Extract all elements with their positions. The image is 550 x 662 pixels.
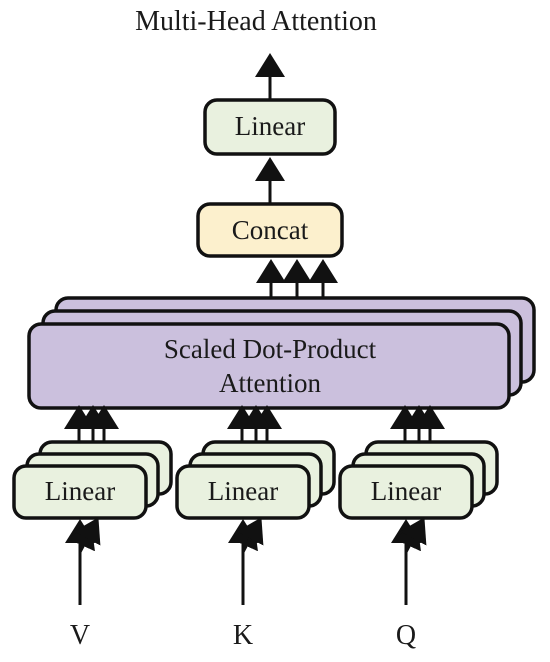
k-linear-stack: Linear — [175, 440, 336, 520]
input-label-v: V — [70, 620, 90, 651]
concat-box — [196, 202, 344, 258]
v-linear-label: Linear — [45, 476, 115, 506]
q-input-branch-2 — [399, 517, 427, 553]
concat-node: Concat — [196, 202, 344, 258]
k-input-branch-2 — [236, 517, 264, 553]
input-label-q: Q — [396, 620, 416, 651]
attention-label-line2: Attention — [219, 368, 321, 398]
v-linear-stack: Linear — [12, 440, 173, 520]
attention-label-line1: Scaled Dot-Product — [164, 334, 377, 364]
k-linear-label: Linear — [208, 476, 278, 506]
v-input-branch-2 — [73, 517, 101, 553]
q-linear-stack: Linear — [338, 440, 499, 520]
output-linear-node: Linear — [203, 98, 337, 156]
output-linear-label: Linear — [235, 111, 305, 141]
attention-stack: Scaled Dot-Product Attention — [27, 296, 536, 410]
diagram-title: Multi-Head Attention — [135, 6, 377, 37]
input-label-k: K — [233, 620, 253, 651]
output-linear-box — [203, 98, 337, 156]
concat-label: Concat — [232, 215, 309, 245]
q-linear-label: Linear — [371, 476, 441, 506]
